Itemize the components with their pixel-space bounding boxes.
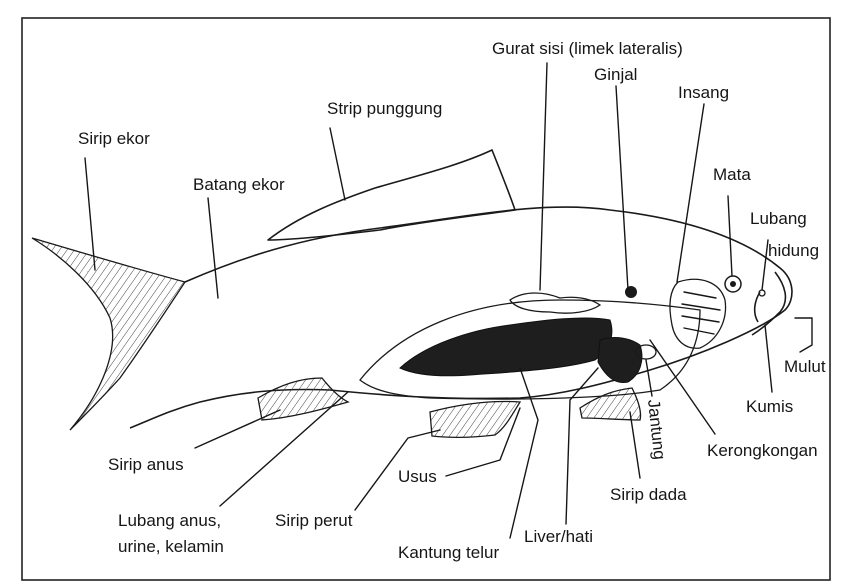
egg-sac-shape xyxy=(400,318,612,376)
label-gurat-sisi: Gurat sisi (limek lateralis) xyxy=(492,39,683,58)
label-mata: Mata xyxy=(713,165,751,184)
leader-sirip-ekor xyxy=(85,158,95,270)
label-jantung: Jantung xyxy=(644,398,669,460)
label-sirip-punggung: Strip punggung xyxy=(327,99,442,118)
leader-sirip-punggung xyxy=(330,128,345,200)
tail-fin-shape xyxy=(32,238,185,430)
label-batang-ekor: Batang ekor xyxy=(193,175,285,194)
label-liver: Liver/hati xyxy=(524,527,593,546)
label-sirip-anus: Sirip anus xyxy=(108,455,184,474)
label-kumis: Kumis xyxy=(746,397,793,416)
label-lubang-anus-1: Lubang anus, xyxy=(118,511,221,530)
ginjal-dot xyxy=(625,286,637,298)
leader-mata xyxy=(728,196,732,276)
pelvic-fin-shape xyxy=(430,401,520,437)
leader-kumis xyxy=(765,325,772,392)
label-insang: Insang xyxy=(678,83,729,102)
leader-sirip-anus xyxy=(195,410,280,448)
pectoral-fin-shape xyxy=(580,388,641,420)
label-mulut: Mulut xyxy=(784,357,826,376)
gill-shape xyxy=(670,279,726,348)
eye-pupil xyxy=(730,281,736,287)
label-lubang-anus-2: urine, kelamin xyxy=(118,537,224,556)
kidney-shape xyxy=(510,293,600,313)
liver-shape xyxy=(598,338,642,383)
leader-batang-ekor xyxy=(208,198,218,298)
leader-ginjal xyxy=(616,86,628,290)
label-ginjal: Ginjal xyxy=(594,65,637,84)
gill-lines xyxy=(682,292,720,334)
label-lubang-hidung-2: hidung xyxy=(768,241,819,260)
mouth-shape xyxy=(752,272,785,335)
label-kantung-telur: Kantung telur xyxy=(398,543,499,562)
label-sirip-dada: Sirip dada xyxy=(610,485,687,504)
label-usus: Usus xyxy=(398,467,437,486)
label-kerongkongan: Kerongkongan xyxy=(707,441,818,460)
label-sirip-ekor: Sirip ekor xyxy=(78,129,150,148)
label-sirip-perut: Sirip perut xyxy=(275,511,353,530)
leader-jantung xyxy=(646,360,652,396)
leader-mulut xyxy=(795,318,812,352)
leader-kantung-telur xyxy=(510,368,538,538)
label-lubang-hidung-1: Lubang xyxy=(750,209,807,228)
leader-insang xyxy=(677,104,704,282)
leader-sirip-dada xyxy=(630,412,640,478)
leader-gurat-sisi xyxy=(540,63,547,290)
